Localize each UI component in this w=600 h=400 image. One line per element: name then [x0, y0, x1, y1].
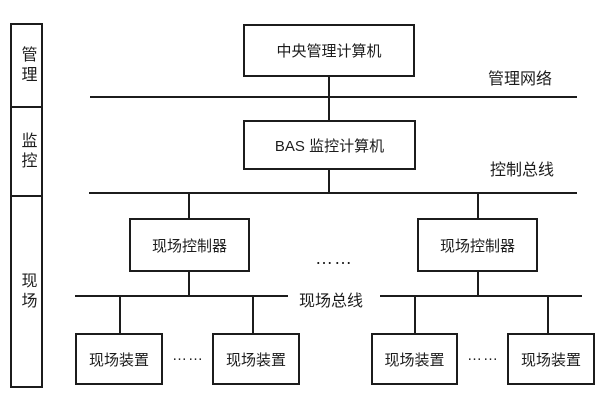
- field-controller-label-left: 现场控制器: [151, 237, 227, 255]
- bas-supervision-computer-label: BAS 监控计算机: [274, 137, 385, 155]
- connector-central-to-bas: [328, 77, 330, 120]
- layer-box-supervision: 监控: [10, 106, 43, 197]
- connector-field-bus-to-device-3: [414, 295, 416, 333]
- connector-bas-to-control-bus: [328, 170, 330, 193]
- ellipsis-between-devices-right: ……: [467, 347, 499, 364]
- connector-control-bus-to-right-controller: [477, 192, 479, 218]
- field-controller-box-left: 现场控制器: [129, 218, 250, 272]
- control-bus-line: [89, 192, 577, 194]
- connector-field-bus-to-device-1: [119, 295, 121, 333]
- layer-label-field: 现场: [18, 271, 36, 312]
- central-management-computer-box: 中央管理计算机: [243, 24, 415, 77]
- layer-box-management: 管理: [10, 23, 43, 108]
- ellipsis-between-controllers: ……: [315, 248, 353, 268]
- connector-right-controller-to-field-bus: [477, 272, 479, 296]
- connector-control-bus-to-left-controller: [188, 192, 190, 218]
- layer-label-supervision: 监控: [18, 131, 36, 172]
- management-network-label: 管理网络: [488, 71, 553, 88]
- connector-field-bus-to-device-2: [252, 295, 254, 333]
- control-bus-label: 控制总线: [490, 162, 555, 179]
- field-device-box-2: 现场装置: [212, 333, 300, 385]
- field-bus-line-right-segment: [380, 295, 582, 297]
- central-management-computer-label: 中央管理计算机: [276, 43, 382, 60]
- management-network-line: [90, 96, 577, 98]
- connector-field-bus-to-device-4: [547, 295, 549, 333]
- field-device-label-1: 现场装置: [88, 351, 149, 369]
- field-device-box-4: 现场装置: [507, 333, 595, 385]
- field-controller-label-right: 现场控制器: [439, 237, 515, 255]
- field-device-box-3: 现场装置: [371, 333, 458, 385]
- field-device-label-4: 现场装置: [520, 351, 581, 369]
- bas-supervision-computer-box: BAS 监控计算机: [243, 120, 416, 170]
- field-device-label-3: 现场装置: [384, 351, 445, 369]
- layer-label-management: 管理: [18, 45, 36, 86]
- connector-left-controller-to-field-bus: [188, 272, 190, 296]
- ellipsis-between-devices-left: ……: [172, 347, 204, 364]
- field-bus-label: 现场总线: [299, 293, 364, 310]
- field-device-box-1: 现场装置: [75, 333, 163, 385]
- layer-box-field: 现场: [10, 195, 43, 388]
- field-bus-line-left-segment: [75, 295, 288, 297]
- field-device-label-2: 现场装置: [225, 351, 286, 369]
- field-controller-box-right: 现场控制器: [417, 218, 538, 272]
